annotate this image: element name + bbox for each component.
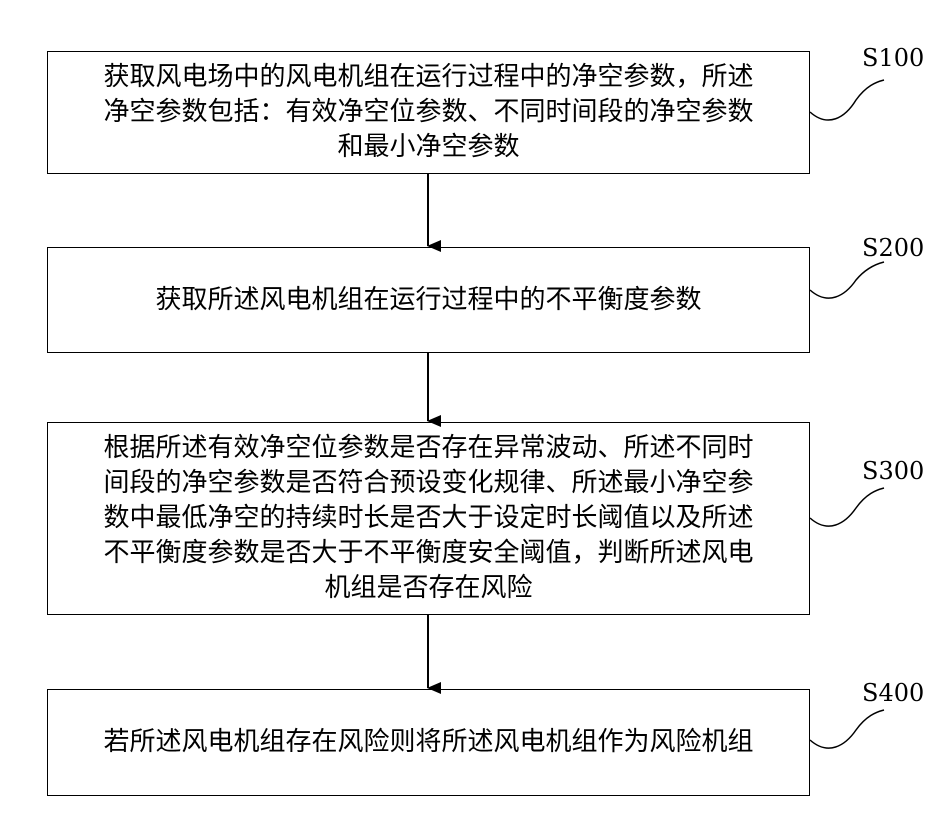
- step-box-s400: 若所述风电机组存在风险则将所述风电机组作为风险机组: [47, 689, 810, 796]
- leader-s300: [810, 488, 884, 526]
- step-label-s200: S200: [862, 234, 924, 262]
- step-box-s300: 根据所述有效净空位参数是否存在异常波动、所述不同时 间段的净空参数是否符合预设变…: [47, 422, 810, 615]
- step-text-line: 和最小净空参数: [52, 130, 805, 165]
- step-box-s100: 获取风电场中的风电机组在运行过程中的净空参数，所述 净空参数包括：有效净空位参数…: [47, 51, 810, 174]
- step-text-line: 间段的净空参数是否符合预设变化规律、所述最小净空参: [52, 466, 805, 501]
- step-text-line: 获取风电场中的风电机组在运行过程中的净空参数，所述: [52, 60, 805, 95]
- step-text-s400: 若所述风电机组存在风险则将所述风电机组作为风险机组: [48, 725, 809, 760]
- step-text-s300: 根据所述有效净空位参数是否存在异常波动、所述不同时 间段的净空参数是否符合预设变…: [48, 431, 809, 606]
- step-text-s200: 获取所述风电机组在运行过程中的不平衡度参数: [48, 283, 809, 318]
- step-text-line: 净空参数包括：有效净空位参数、不同时间段的净空参数: [52, 95, 805, 130]
- step-label-s100: S100: [862, 44, 924, 72]
- leader-s100: [810, 80, 884, 120]
- step-text-line: 根据所述有效净空位参数是否存在异常波动、所述不同时: [52, 431, 805, 466]
- step-text-s100: 获取风电场中的风电机组在运行过程中的净空参数，所述 净空参数包括：有效净空位参数…: [48, 60, 809, 165]
- step-box-s200: 获取所述风电机组在运行过程中的不平衡度参数: [47, 247, 810, 353]
- step-text-line: 不平衡度参数是否大于不平衡度安全阈值，判断所述风电: [52, 536, 805, 571]
- step-text-line: 获取所述风电机组在运行过程中的不平衡度参数: [52, 283, 805, 318]
- leader-s200: [810, 262, 884, 298]
- step-text-line: 机组是否存在风险: [52, 571, 805, 606]
- leader-s400: [810, 710, 884, 748]
- step-label-s400: S400: [862, 679, 924, 707]
- step-label-s300: S300: [862, 457, 924, 485]
- step-text-line: 数中最低净空的持续时长是否大于设定时长阈值以及所述: [52, 501, 805, 536]
- step-text-line: 若所述风电机组存在风险则将所述风电机组作为风险机组: [52, 725, 805, 760]
